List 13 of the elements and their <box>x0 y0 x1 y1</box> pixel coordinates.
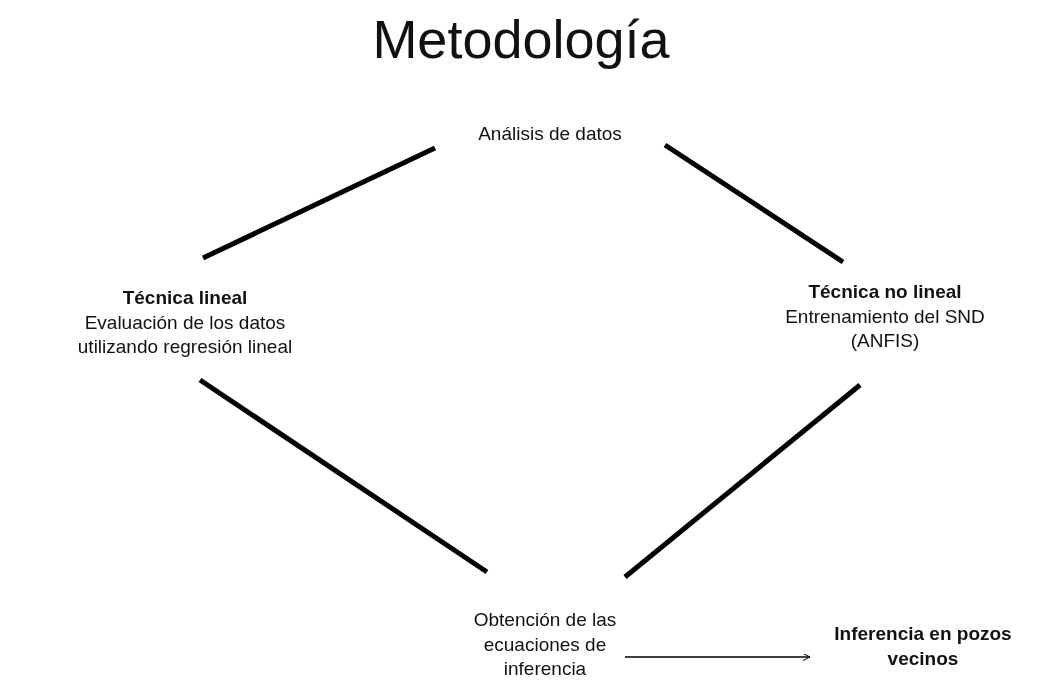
node-text: Evaluación de los datos utilizando regresión lineal <box>76 310 294 360</box>
node-heading: Técnica lineal <box>122 286 248 310</box>
node-text: Análisis de datos <box>478 122 622 146</box>
connector-line <box>201 145 437 261</box>
arrow <box>624 653 811 662</box>
connector-line <box>623 383 862 579</box>
node-text: Entrenamiento del SND (ANFIS) <box>784 304 986 354</box>
connector-line <box>663 142 845 265</box>
node-heading: Técnica no lineal <box>808 280 962 304</box>
connector-line <box>198 377 489 575</box>
node-heading: Inferencia en pozos vecinos <box>833 622 1013 671</box>
node-text: Obtención de las ecuaciones de inferencia <box>472 608 618 682</box>
title: Metodología <box>371 8 671 70</box>
